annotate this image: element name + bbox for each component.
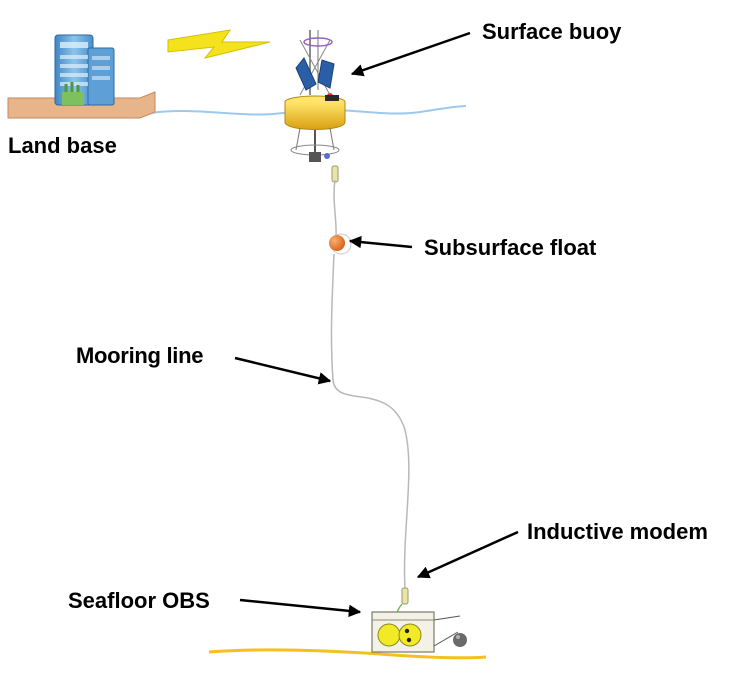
label-land-base: Land base [8, 133, 117, 158]
label-subsurface-float: Subsurface float [424, 235, 597, 260]
label-inductive-modem: Inductive modem [527, 519, 708, 544]
obs-icon [371, 603, 467, 653]
lightning-icon [167, 29, 271, 59]
arrow-inductive-modem [416, 530, 519, 579]
building-icon [54, 34, 115, 106]
arrow-seafloor-obs [239, 598, 362, 618]
arrow-surface-buoy [350, 31, 471, 77]
label-seafloor-obs: Seafloor OBS [68, 588, 210, 613]
buoy-icon [284, 30, 346, 183]
float-icon [329, 233, 352, 255]
label-surface-buoy: Surface buoy [482, 19, 622, 44]
label-mooring-line: Mooring line [76, 343, 204, 368]
arrow-mooring-line [234, 356, 332, 385]
land-base-group [7, 34, 156, 119]
arrow-subsurface-float [348, 235, 413, 249]
inductive-modem-icon [401, 587, 409, 605]
mooring-line [330, 179, 410, 591]
seafloor-line [208, 648, 487, 660]
